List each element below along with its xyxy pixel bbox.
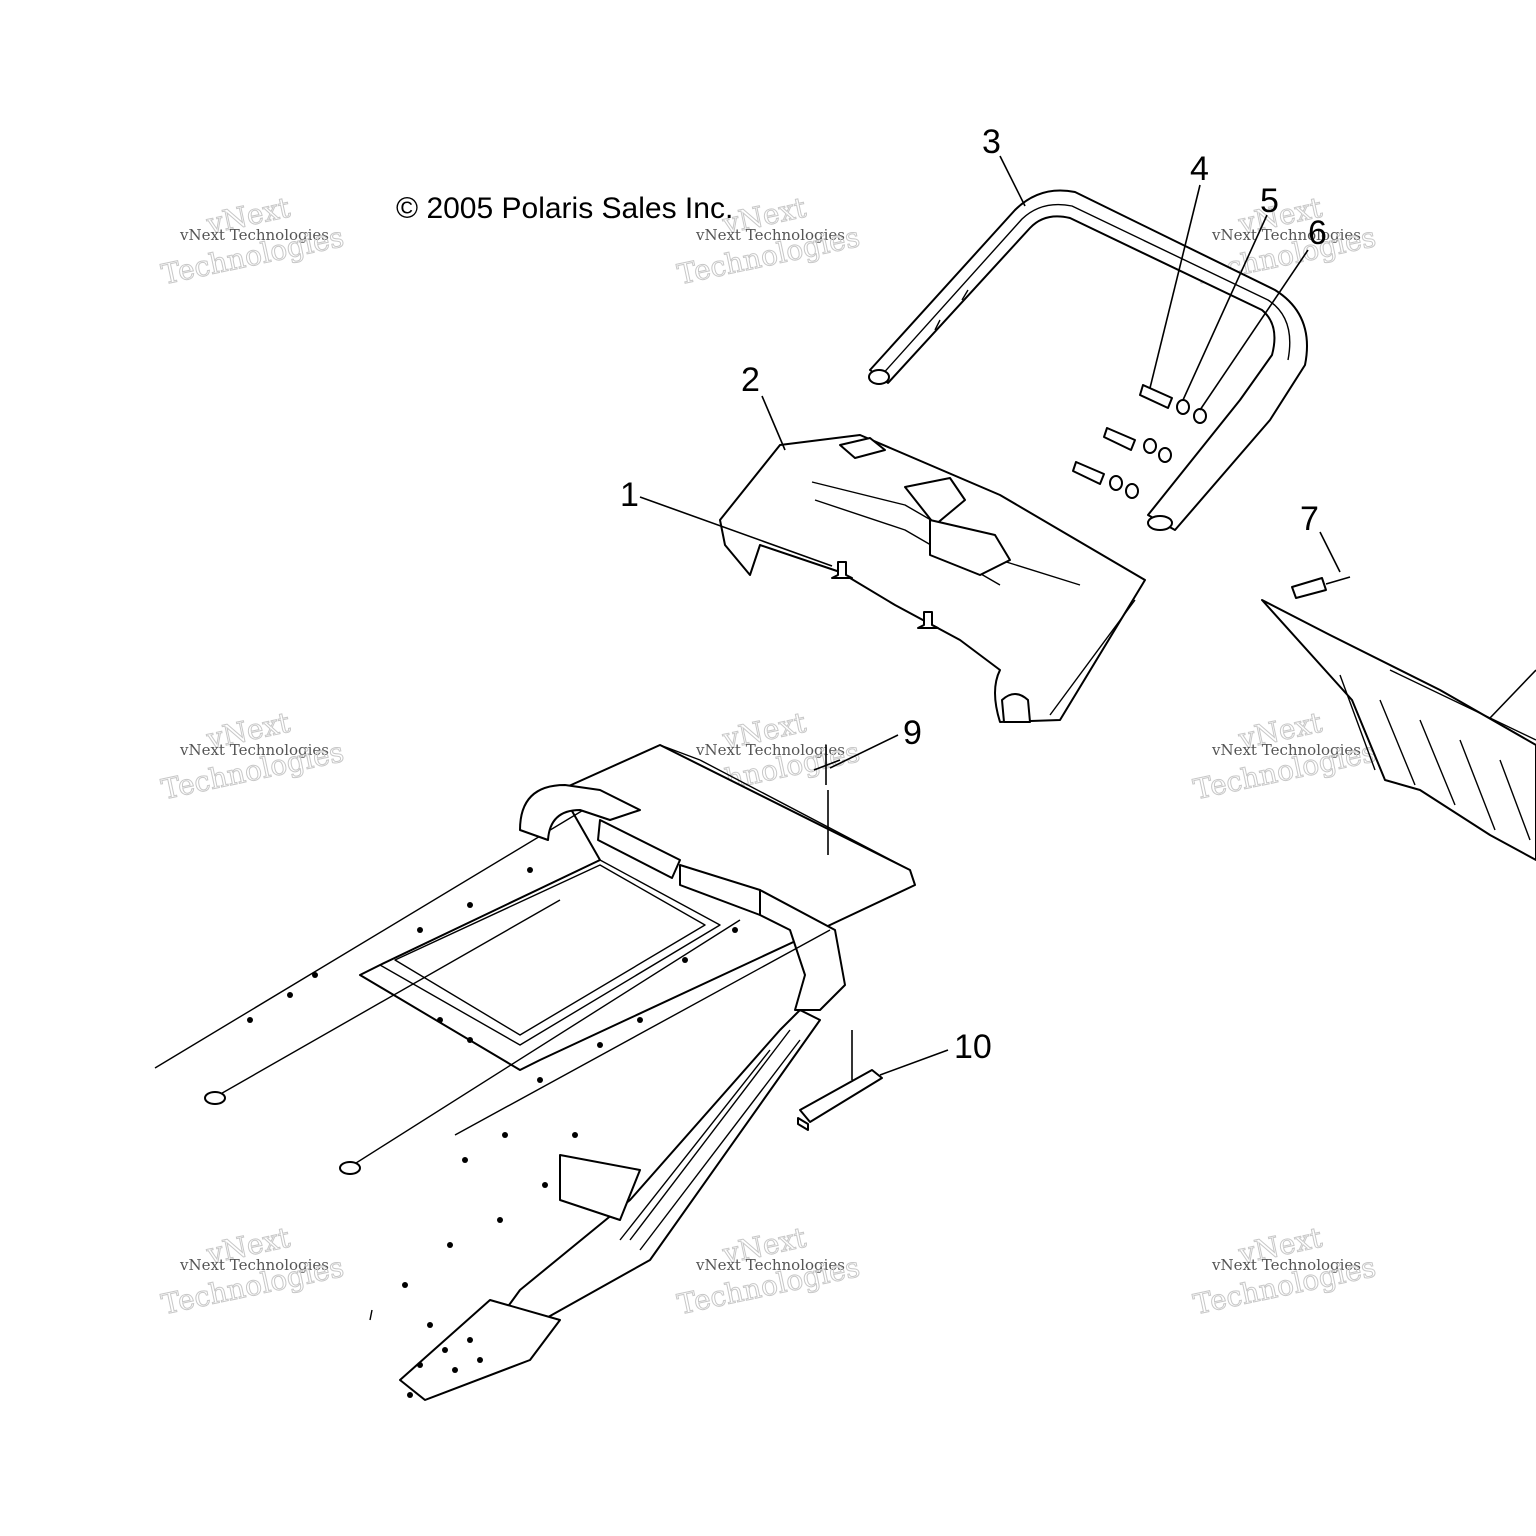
tunnel-chassis (154, 744, 916, 1401)
callout-1: 1 (620, 476, 639, 514)
snow-flap-right (1261, 599, 1536, 861)
watermark: vNext vNext Technologies Technologies (1190, 1220, 1379, 1321)
watermark: vNext vNext Technologies Technologies (158, 190, 347, 291)
hardware-bolts-nuts (1072, 384, 1207, 499)
watermark-text: vNext Technologies (179, 741, 329, 759)
callout-3: 3 (982, 123, 1001, 161)
watermark: vNext vNext Technologies Technologies (158, 1220, 347, 1321)
screw-part-7 (1291, 576, 1351, 599)
grab-handle-part-3 (868, 189, 1308, 531)
watermark-text: vNext Technologies (1211, 741, 1361, 759)
watermark-text: vNext Technologies (695, 741, 845, 759)
callout-7: 7 (1300, 500, 1319, 538)
watermark: vNext vNext Technologies Technologies (158, 705, 347, 806)
callout-numbers: 1 2 3 4 5 6 7 9 10 (620, 123, 1327, 1066)
callout-4: 4 (1190, 150, 1209, 188)
callout-9: 9 (903, 714, 922, 752)
rear-body-part-2 (719, 434, 1146, 723)
watermark-text: vNext Technologies (179, 1256, 329, 1274)
bolt-part-4 (1072, 384, 1173, 485)
callout-2: 2 (741, 361, 760, 399)
leader-lines (639, 155, 1536, 1076)
watermark-text: vNext Technologies (179, 226, 329, 244)
watermark-text: vNext Technologies (695, 1256, 845, 1274)
watermark-group: vNext vNext Technologies Technologies vN… (158, 190, 1379, 1321)
watermark-text: vNext Technologies (1211, 1256, 1361, 1274)
watermark: vNext vNext Technologies Technologies (1190, 705, 1379, 806)
callout-6: 6 (1308, 214, 1327, 252)
rivet-part-1 (831, 561, 939, 629)
callout-5: 5 (1260, 182, 1279, 220)
watermark: vNext vNext Technologies Technologies (674, 190, 863, 291)
nut-part-6 (1125, 408, 1207, 499)
copyright-notice: © 2005 Polaris Sales Inc. (396, 192, 733, 225)
tunnel-holes (247, 867, 738, 1398)
slide-block-part-10 (797, 1030, 883, 1131)
callout-10: 10 (954, 1028, 992, 1066)
screw-part-9 (813, 745, 841, 785)
watermark-text: vNext Technologies (695, 226, 845, 244)
watermark-text: vNext Technologies (1211, 226, 1361, 244)
watermark: vNext vNext Technologies Technologies (674, 1220, 863, 1321)
